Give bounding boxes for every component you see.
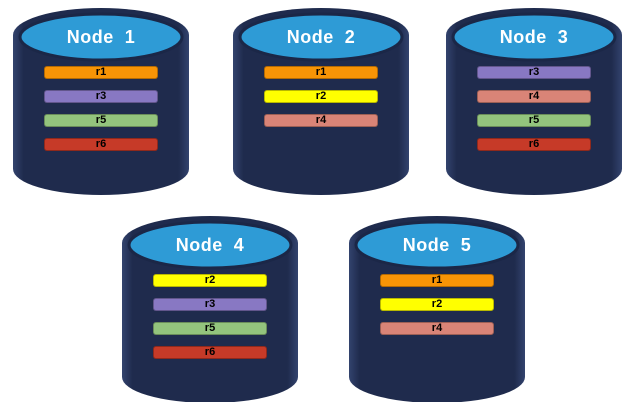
- replica-label: r6: [204, 346, 216, 358]
- replica-bar-r1: r1: [380, 274, 494, 287]
- replica-bar-r5: r5: [44, 114, 158, 127]
- node-title: Node 3: [499, 26, 569, 47]
- replica-label: r4: [315, 114, 327, 126]
- database-node-1: Node 1 r1 r3 r5 r6: [13, 8, 189, 196]
- replica-bar-r2: r2: [153, 274, 267, 287]
- replica-label: r1: [95, 66, 107, 78]
- replica-label: r4: [528, 90, 540, 102]
- node-title: Node 5: [402, 234, 472, 255]
- replica-list: r3 r4 r5 r6: [446, 66, 622, 151]
- replica-label: r4: [431, 322, 443, 334]
- database-node-3: Node 3 r3 r4 r5 r6: [446, 8, 622, 196]
- replica-bar-r5: r5: [153, 322, 267, 335]
- replica-label: r3: [95, 90, 107, 102]
- replica-bar-r3: r3: [477, 66, 591, 79]
- database-node-2: Node 2 r1 r2 r4: [233, 8, 409, 196]
- replica-bar-r6: r6: [153, 346, 267, 359]
- node-title: Node 1: [66, 26, 136, 47]
- replica-bar-r4: r4: [264, 114, 378, 127]
- replica-bar-r2: r2: [380, 298, 494, 311]
- replica-list: r1 r2 r4: [349, 274, 525, 335]
- replica-bar-r2: r2: [264, 90, 378, 103]
- replica-bar-r3: r3: [153, 298, 267, 311]
- replica-label: r2: [204, 274, 216, 286]
- replica-bar-r4: r4: [380, 322, 494, 335]
- replica-list: r2 r3 r5 r6: [122, 274, 298, 359]
- replica-label: r5: [528, 114, 540, 126]
- replica-label: r2: [431, 298, 443, 310]
- replica-bar-r5: r5: [477, 114, 591, 127]
- replica-bar-r6: r6: [477, 138, 591, 151]
- replica-bar-r6: r6: [44, 138, 158, 151]
- database-node-4: Node 4 r2 r3 r5 r6: [122, 216, 298, 402]
- replica-label: r6: [528, 138, 540, 150]
- replica-label: r3: [528, 66, 540, 78]
- replica-label: r5: [95, 114, 107, 126]
- replica-bar-r4: r4: [477, 90, 591, 103]
- replica-bar-r1: r1: [44, 66, 158, 79]
- database-node-5: Node 5 r1 r2 r4: [349, 216, 525, 402]
- replica-bar-r3: r3: [44, 90, 158, 103]
- replica-label: r5: [204, 322, 216, 334]
- replica-label: r1: [315, 66, 327, 78]
- replica-label: r2: [315, 90, 327, 102]
- replica-label: r1: [431, 274, 443, 286]
- replica-bar-r1: r1: [264, 66, 378, 79]
- replica-list: r1 r2 r4: [233, 66, 409, 127]
- node-title: Node 4: [175, 234, 245, 255]
- replica-label: r3: [204, 298, 216, 310]
- replica-list: r1 r3 r5 r6: [13, 66, 189, 151]
- replica-label: r6: [95, 138, 107, 150]
- node-title: Node 2: [286, 26, 356, 47]
